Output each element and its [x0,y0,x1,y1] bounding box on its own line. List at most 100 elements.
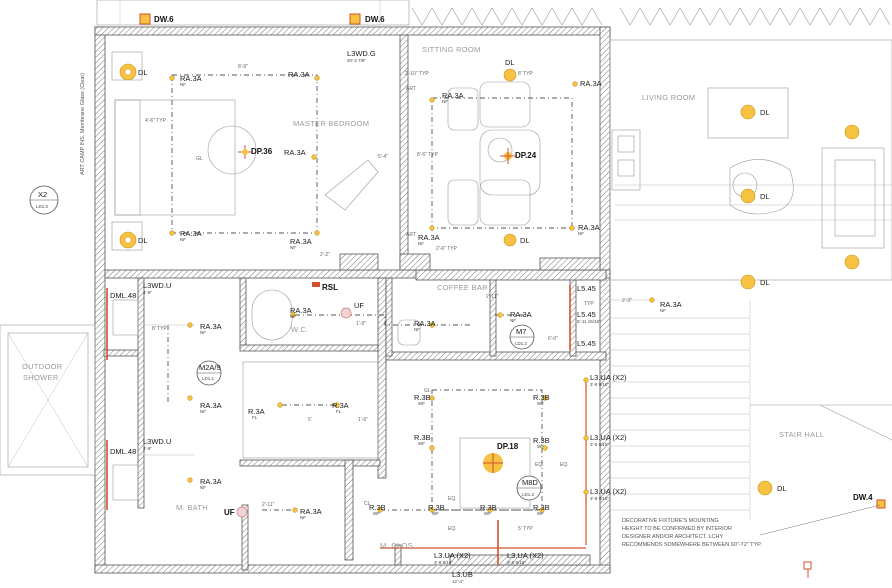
room-outdoor-shower: SHOWER [23,373,59,382]
l3wdu-tag[interactable]: L3WD.U4'-9" [143,281,171,295]
wf-sub: WF [484,511,491,516]
l3wdg-tag[interactable]: L3WD.G20'-2 7/8" [347,49,376,63]
pendant-dp36[interactable]: DP.36 [238,145,273,159]
nf-sub: NF [300,515,306,520]
l3ua-label: L3.UA (X2) [507,551,544,560]
callout-x2[interactable]: X2 LD1.0 [29,185,59,215]
l3ub-label: L3.UB [452,570,473,579]
pendant-dp24[interactable]: DP.24 [500,148,537,164]
l545-tag[interactable]: L5.45 [577,284,596,293]
l3ua-label: L3.UA (X2) [590,487,627,496]
dml48-tag[interactable]: DML.48 [110,447,136,456]
callout-m7[interactable]: M7 LD1.2 [509,324,535,350]
dml48-label: DML.48 [110,291,136,300]
l3ua-tag[interactable]: L3.UA (X2)3'-8 9/16" [434,551,471,565]
r3b-label: R.3B [414,393,431,402]
uf-fixture[interactable]: UF [340,301,364,319]
dim-label: EQ. [535,462,544,468]
downlight[interactable] [844,124,860,140]
downlight[interactable]: DL [740,188,770,204]
circuits [140,74,655,549]
wf-sub: WF [537,401,544,406]
ra3a-tag[interactable]: RA.3A [284,148,306,157]
dp36-label: DP.36 [251,147,273,156]
nf-sub: NF [442,99,448,104]
downlight[interactable]: DL [119,63,148,81]
l545-tag[interactable]: L5.45 [577,339,596,348]
callouts: X2 LD1.0 M2A/9 LD1.1 M7 LD1.2 M8D LD1.2 [29,185,542,501]
pendant-dp18[interactable]: DP.18 [459,437,531,509]
accent-lines [106,285,571,565]
l3ua-label: L3.UA (X2) [434,551,471,560]
l3ua-tag[interactable]: L3.UA (X2)3'-8 9/16" [590,433,627,447]
l3wdu-tag[interactable]: L3WD.U4'-9" [143,437,171,451]
ra3a-tag[interactable]: RA.3A [580,79,602,88]
downlight[interactable] [844,254,860,270]
callout-m8d[interactable]: M8D LD1.2 [516,475,542,501]
deco-note-line: HEIGHT TO BE CONFIRMED BY INTERIOR [622,526,732,532]
downlight[interactable]: DL [740,274,770,290]
dl-label: DL [760,278,770,287]
ra3a-tag[interactable]: RA.3A [288,70,310,79]
l3ua-tag[interactable]: L3.UA (X2)3'-8 9/16" [590,373,627,387]
l545-tag[interactable]: L5.455'-11 15/16" [577,310,601,324]
dml48-tag[interactable]: DML.48 [110,291,136,300]
callout-m2a9[interactable]: M2A/9 LD1.1 [196,360,222,386]
nf-sub: NF [578,231,584,236]
dl-label: DL [777,484,787,493]
dim-label: 5' TYP [518,526,533,532]
rsl-tag[interactable]: RSL [312,282,338,292]
l3ub-sub: 12'-4" [452,579,464,584]
downlight[interactable]: DL [119,231,148,249]
dw6-right[interactable]: DW.6 [349,13,385,25]
downlight[interactable]: DL [740,104,770,120]
nf-sub: NF [180,237,186,242]
dim-label: TYP [584,301,594,307]
dim-label: ART [406,232,416,238]
dw4-tag[interactable]: DW.4 [853,493,886,509]
dim-label: 1'-9" [356,321,366,327]
downlight[interactable]: DL [757,480,787,496]
uf-fixture[interactable]: UF [224,506,248,518]
dw6-left[interactable]: DW.6 [139,13,174,25]
downlight[interactable]: DL [503,58,517,82]
r3b-label: R.3B [480,503,497,512]
stair [610,300,892,520]
dl-label: DL [760,108,770,117]
callout-m7-sub: LD1.2 [515,341,528,346]
l545-sub: 5'-11 15/16" [577,319,601,324]
uf-label: UF [354,301,364,310]
l3ua-tag[interactable]: L3.UA (X2)3'-8 9/16" [590,487,627,501]
dml48-label: DML.48 [110,447,136,456]
l3ua-tag[interactable]: L3.UA (X2)3'-8 9/16" [507,551,544,565]
downlight[interactable]: DL [503,233,530,247]
dim-label: 8'-9" [238,64,248,70]
fl-sub: FL [336,409,342,414]
